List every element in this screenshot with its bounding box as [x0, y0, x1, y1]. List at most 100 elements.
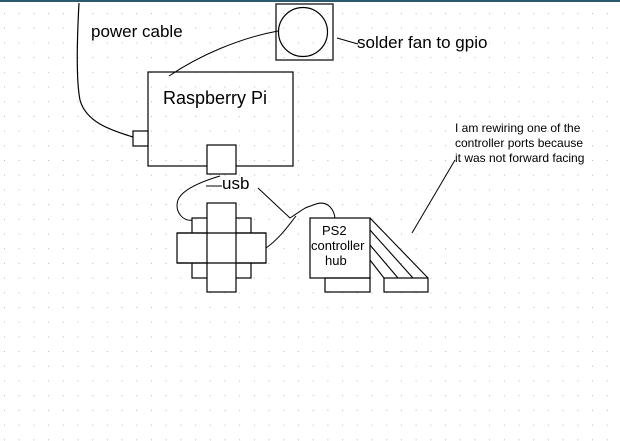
grid-dot	[33, 351, 35, 353]
grid-dot	[121, 174, 123, 176]
grid-dot	[562, 71, 564, 73]
grid-dot	[459, 71, 461, 73]
grid-dot	[430, 42, 432, 44]
grid-dot	[518, 101, 520, 103]
grid-dot	[209, 365, 211, 367]
grid-dot	[592, 42, 593, 44]
controller-port-1	[324, 277, 371, 293]
grid-dot	[18, 409, 20, 411]
grid-dot	[18, 380, 20, 382]
grid-dot	[239, 101, 241, 103]
grid-dot	[283, 336, 285, 338]
grid-dot	[283, 424, 285, 426]
grid-dot	[312, 130, 314, 132]
grid-dot	[106, 115, 108, 117]
grid-dot	[577, 42, 579, 44]
grid-dot	[165, 130, 167, 132]
grid-dot	[459, 42, 461, 44]
grid-dot	[151, 160, 152, 161]
grid-dot	[62, 292, 64, 294]
grid-dot	[356, 424, 358, 426]
grid-dot	[77, 351, 79, 353]
grid-dot	[283, 130, 285, 132]
grid-dot	[4, 86, 5, 88]
grid-dot	[474, 218, 476, 220]
grid-dot	[327, 115, 329, 117]
grid-dot	[430, 365, 432, 367]
grid-dot	[371, 395, 373, 397]
note-line-2: controller ports because	[455, 136, 583, 150]
grid-dot	[533, 395, 535, 397]
grid-dot	[533, 71, 535, 73]
grid-dot	[503, 439, 505, 441]
grid-dot	[415, 365, 417, 367]
grid-dot	[547, 57, 549, 59]
grid-dot	[180, 86, 182, 88]
grid-dot	[209, 395, 211, 397]
grid-dot	[253, 292, 255, 294]
grid-dot	[342, 292, 344, 294]
grid-dot	[430, 130, 432, 132]
grid-dot	[547, 145, 549, 147]
grid-dot	[92, 145, 94, 147]
grid-dot	[136, 13, 138, 14]
grid-dot	[547, 233, 549, 235]
grid-dot	[62, 424, 64, 426]
grid-dot	[92, 27, 94, 29]
grid-dot	[386, 380, 388, 382]
grid-dot	[503, 424, 505, 426]
grid-dot	[239, 321, 241, 323]
grid-dot	[577, 130, 579, 132]
grid-dot	[606, 365, 608, 367]
grid-dot	[577, 86, 579, 88]
grid-dot	[533, 218, 535, 220]
grid-dot	[371, 307, 373, 308]
grid-dot	[312, 27, 314, 29]
grid-dot	[151, 351, 152, 353]
grid-dot	[121, 71, 123, 73]
grid-dot	[48, 321, 50, 323]
grid-dot	[474, 42, 476, 44]
grid-dot	[180, 189, 182, 191]
grid-dot	[165, 248, 167, 250]
grid-dot	[445, 160, 446, 161]
grid-dot	[33, 424, 35, 426]
grid-dot	[151, 130, 152, 132]
grid-dot	[386, 321, 388, 323]
grid-dot	[577, 351, 579, 353]
grid-dot	[430, 292, 432, 294]
grid-dot	[489, 174, 491, 176]
grid-dot	[151, 248, 152, 250]
grid-dot	[298, 424, 299, 426]
grid-dot	[48, 380, 50, 382]
grid-dot	[489, 145, 491, 147]
grid-dot	[386, 115, 388, 117]
grid-dot	[253, 204, 255, 206]
grid-dot	[209, 321, 211, 323]
grid-dot	[577, 321, 579, 323]
grid-dot	[121, 233, 123, 235]
grid-dot	[298, 160, 299, 161]
grid-dot	[577, 424, 579, 426]
grid-dot	[48, 71, 50, 73]
grid-dot	[283, 292, 285, 294]
grid-dot	[151, 218, 152, 220]
grid-dot	[165, 307, 167, 308]
grid-dot	[562, 189, 564, 191]
grid-dot	[518, 57, 520, 59]
grid-dot	[18, 365, 20, 367]
grid-dot	[445, 218, 446, 220]
grid-dot	[18, 277, 20, 279]
grid-dot	[209, 351, 211, 353]
grid-dot	[312, 365, 314, 367]
grid-dot	[400, 13, 402, 14]
controller-port-2	[383, 277, 429, 293]
grid-dot	[415, 42, 417, 44]
grid-dot	[562, 27, 564, 29]
grid-dot	[606, 204, 608, 206]
grid-dot	[298, 189, 299, 191]
grid-dot	[77, 336, 79, 338]
grid-dot	[342, 424, 344, 426]
grid-dot	[48, 218, 50, 220]
grid-dot	[415, 57, 417, 59]
